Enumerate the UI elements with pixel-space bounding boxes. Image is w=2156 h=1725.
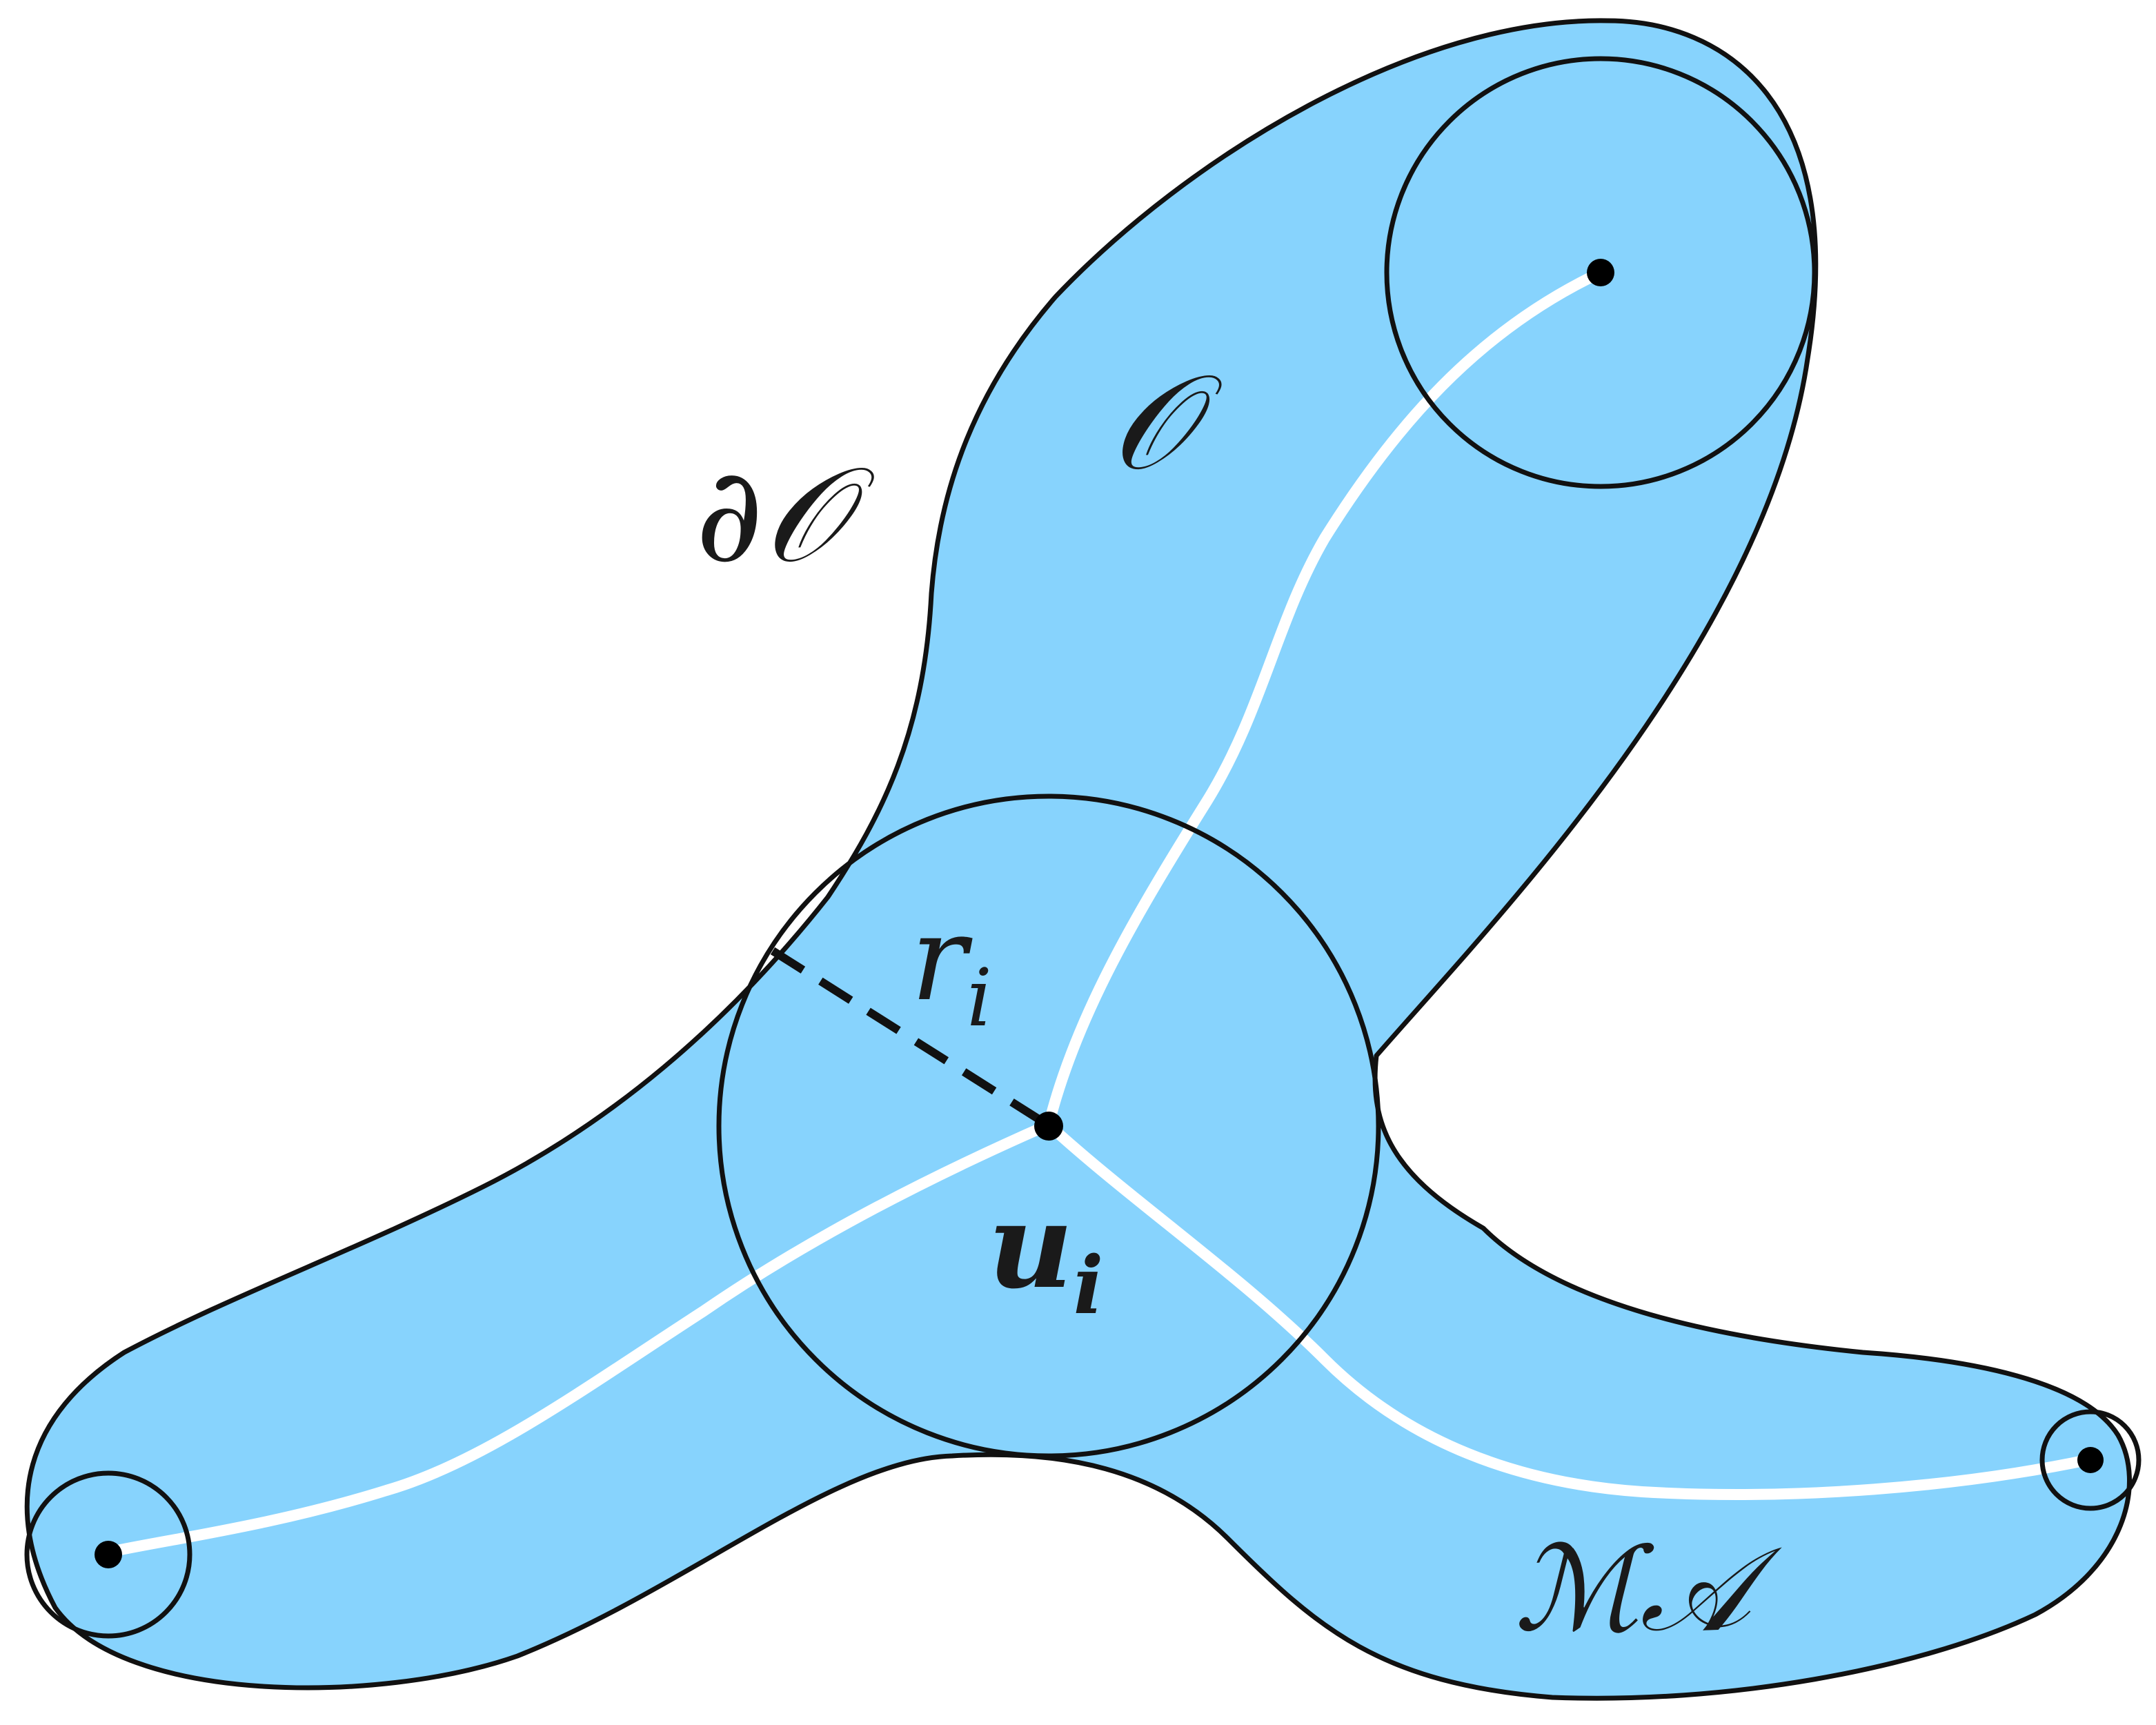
medial-axis-branch-right bbox=[1043, 1119, 2096, 1500]
inscribed-circle-main bbox=[716, 793, 1381, 1459]
point-left bbox=[95, 1541, 122, 1568]
inscribed-circle-left bbox=[24, 1470, 192, 1639]
label-center: ui bbox=[988, 1177, 1103, 1332]
point-center bbox=[1034, 1112, 1063, 1141]
label-medial-axis: ℳ𝒜 bbox=[1514, 1521, 1783, 1658]
inscribed-circles bbox=[24, 56, 2142, 1639]
label-center-sub: i bbox=[1074, 1239, 1104, 1332]
point-right bbox=[2077, 1447, 2104, 1473]
inscribed-circle-top bbox=[1384, 56, 1817, 489]
label-center-main: u bbox=[988, 1177, 1074, 1315]
point-top bbox=[1587, 259, 1614, 286]
medial-points bbox=[95, 259, 2104, 1568]
medial-axis-branch-left bbox=[101, 1119, 1054, 1558]
label-radius-main: r bbox=[911, 891, 973, 1027]
region-shape bbox=[24, 18, 2132, 1701]
inscribed-circle-right bbox=[2039, 1409, 2142, 1511]
label-boundary: ∂𝒪 bbox=[695, 439, 875, 591]
medial-axis-branch-top bbox=[1043, 267, 1606, 1130]
label-radius: ri bbox=[911, 891, 992, 1045]
medial-axis bbox=[101, 267, 2096, 1558]
label-radius-sub: i bbox=[967, 952, 992, 1045]
